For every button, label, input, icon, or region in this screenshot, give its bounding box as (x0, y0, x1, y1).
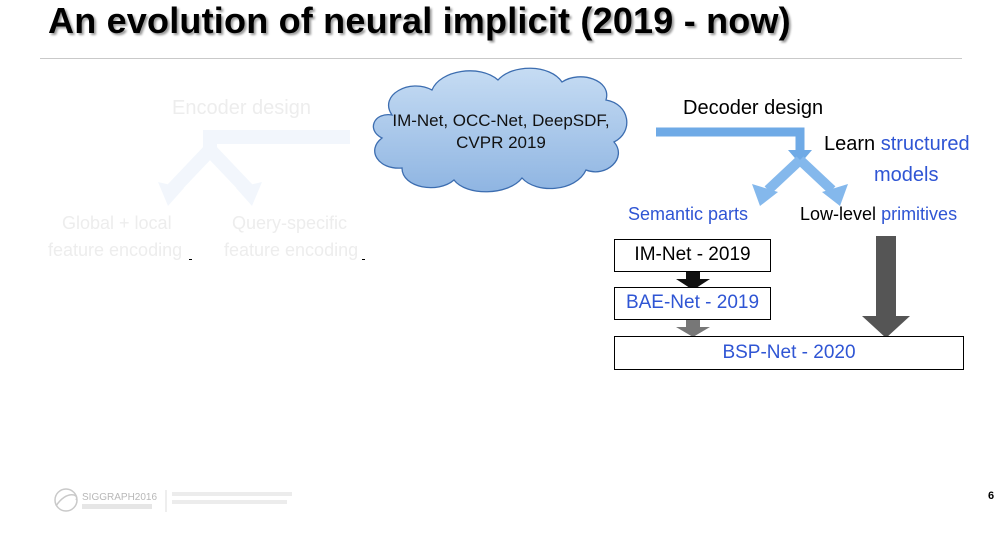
learn-models-word: models (874, 164, 939, 186)
siggraph-logo-icon (54, 488, 78, 512)
cloud-label-line1: IM-Net, OCC-Net, DeepSDF, (392, 111, 610, 130)
cloud-shape (372, 67, 628, 193)
cloud-label-line2: CVPR 2019 (456, 133, 546, 152)
stray-mark-right (362, 259, 365, 260)
bsp-net-box: BSP-Net - 2020 (614, 336, 964, 370)
decoder-design-heading: Decoder design (683, 97, 824, 119)
encoder-global-local-line1: Global + local (62, 213, 172, 233)
im-net-box: IM-Net - 2019 (614, 239, 771, 272)
low-level-prefix: Low-level (800, 204, 877, 224)
cloud-label: IM-Net, OCC-Net, DeepSDF, CVPR 2019 (378, 110, 624, 154)
learn-structured-word: structured (880, 133, 970, 155)
im-to-bae-arrow (676, 272, 710, 290)
learn-prefix: Learn (824, 133, 876, 155)
title-divider (40, 58, 962, 59)
low-level-primitives-label: Low-level primitives (800, 204, 957, 225)
encoder-global-local-line2: feature encoding (48, 240, 183, 260)
learn-structured-line1: Learn structured (824, 133, 970, 156)
footer-fineprint-line2 (172, 500, 287, 504)
decoder-branch-arrow (656, 127, 848, 206)
slide-title: An evolution of neural implicit (2019 - … (48, 0, 791, 41)
encoder-query-specific-line2: feature encoding (224, 240, 359, 260)
footer-logo-subline (82, 504, 152, 509)
semantic-parts-label: Semantic parts (628, 204, 749, 224)
stray-mark-left (189, 259, 192, 260)
primitives-word: primitives (881, 204, 958, 224)
footer-fineprint-line1 (172, 492, 292, 496)
encoder-design-heading: Encoder design (172, 97, 311, 119)
bae-net-box: BAE-Net - 2019 (614, 287, 771, 320)
page-number: 6 (988, 490, 995, 502)
bae-to-bsp-arrow (676, 320, 710, 337)
encoder-query-specific-line1: Query-specific (232, 213, 348, 233)
footer-logo-text: SIGGRAPH2016 (82, 492, 158, 503)
primitives-to-bsp-arrow (862, 236, 910, 338)
encoder-branch-arrow (158, 130, 350, 206)
